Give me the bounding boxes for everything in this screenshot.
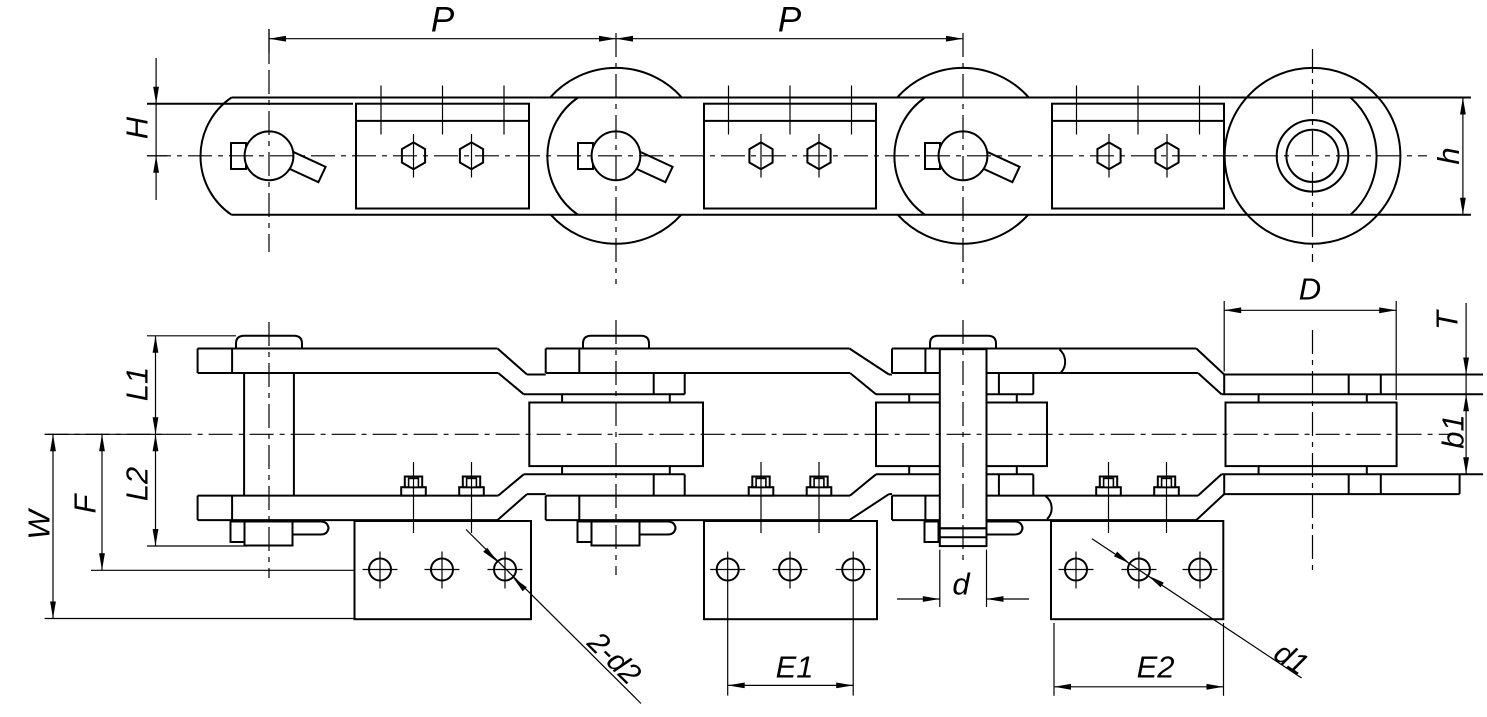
svg-text:F: F (68, 492, 103, 513)
svg-text:W: W (22, 508, 57, 540)
svg-text:h: h (1431, 147, 1466, 164)
svg-text:P: P (778, 1, 802, 40)
svg-text:T: T (1430, 309, 1465, 330)
svg-text:L2: L2 (120, 467, 155, 501)
svg-text:H: H (120, 116, 155, 139)
svg-text:D: D (1299, 272, 1321, 307)
svg-text:d: d (952, 567, 971, 602)
svg-text:E1: E1 (776, 650, 814, 685)
svg-text:P: P (431, 1, 455, 40)
svg-text:E2: E2 (1137, 650, 1175, 685)
svg-text:b1: b1 (1436, 414, 1471, 448)
svg-text:L1: L1 (120, 367, 155, 401)
